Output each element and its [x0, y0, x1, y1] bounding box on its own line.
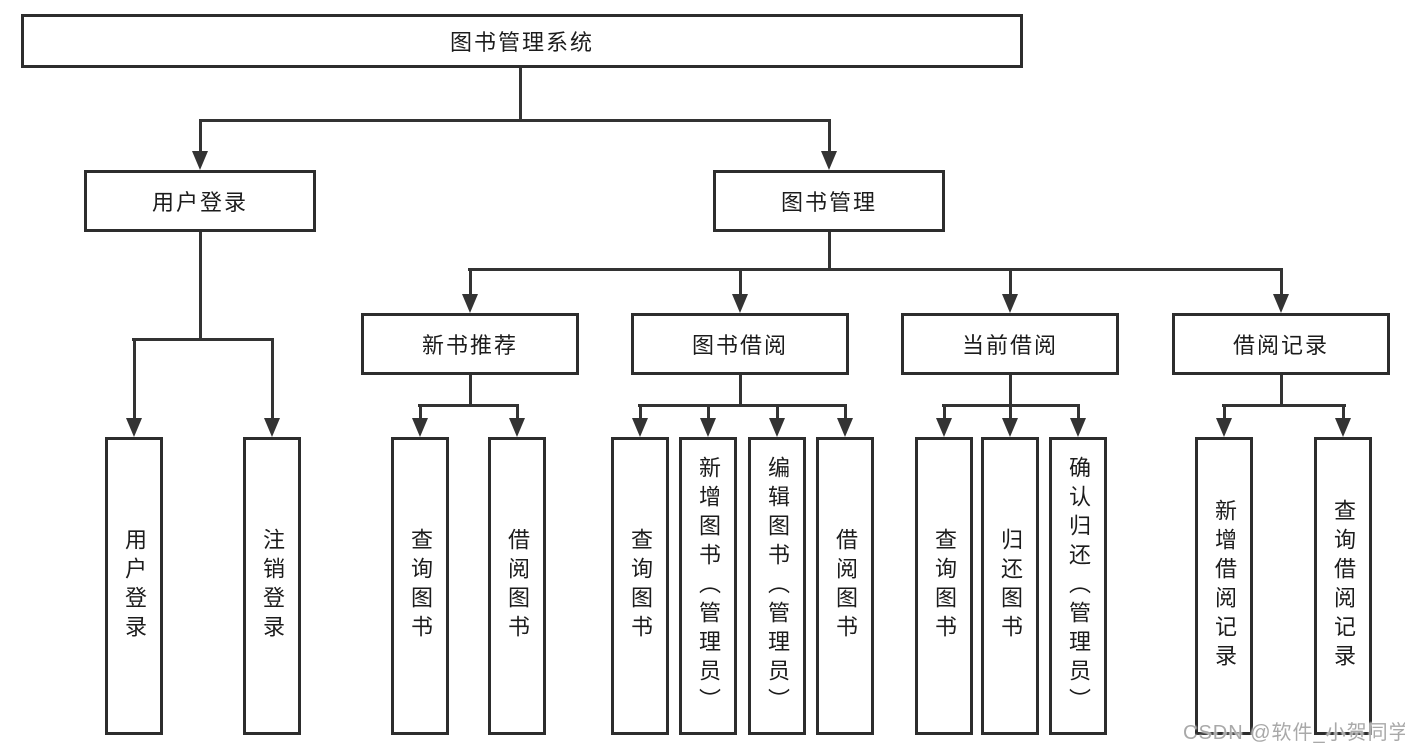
watermark: CSDN @软件_小贺同学 — [1183, 722, 1405, 744]
connector-line — [133, 338, 136, 420]
connector-line — [707, 404, 710, 420]
node-label: 图书管理系统 — [449, 30, 594, 55]
connector-line — [1077, 404, 1080, 420]
node-borrowing-records: 借阅记录 — [1172, 313, 1390, 375]
node-label: 图书借阅 — [691, 333, 788, 358]
leaf-edit-books-admin: 编辑图书（管理员） — [748, 437, 806, 735]
leaf-add-books-admin: 新增图书（管理员） — [679, 437, 737, 735]
arrowhead — [936, 418, 952, 437]
node-label: 归还图书 — [998, 528, 1023, 644]
connector-line — [1223, 404, 1226, 420]
arrowhead — [1216, 418, 1232, 437]
arrowhead — [769, 418, 785, 437]
connector-line — [519, 66, 522, 119]
node-current-borrowing: 当前借阅 — [901, 313, 1119, 375]
arrowhead — [509, 418, 525, 437]
connector-line — [943, 404, 946, 420]
node-book-borrowing: 图书借阅 — [631, 313, 849, 375]
arrowhead — [700, 418, 716, 437]
arrowhead — [126, 418, 142, 437]
node-label: 当前借阅 — [961, 333, 1058, 358]
connector-line — [739, 268, 742, 296]
connector-line — [638, 404, 847, 407]
arrowhead — [462, 294, 478, 313]
node-label: 借阅图书 — [833, 528, 858, 644]
connector-line — [418, 404, 519, 407]
connector-line — [199, 119, 831, 122]
node-label: 查询图书 — [628, 528, 653, 644]
connector-line — [1280, 268, 1283, 296]
node-label: 查询借阅记录 — [1331, 499, 1356, 673]
arrowhead — [1002, 418, 1018, 437]
leaf-query-borrow-record: 查询借阅记录 — [1314, 437, 1372, 735]
leaf-borrow-books-1: 借阅图书 — [488, 437, 546, 735]
connector-line — [1342, 404, 1345, 420]
node-label: 借阅记录 — [1232, 333, 1329, 358]
connector-line — [199, 230, 202, 340]
arrowhead — [1273, 294, 1289, 313]
node-label: 用户登录 — [122, 528, 147, 644]
connector-line — [1222, 404, 1346, 407]
leaf-borrow-books-2: 借阅图书 — [816, 437, 874, 735]
arrowhead — [821, 151, 837, 170]
arrowhead — [412, 418, 428, 437]
connector-line — [1009, 268, 1012, 296]
leaf-query-books-1: 查询图书 — [391, 437, 449, 735]
connector-line — [1280, 373, 1283, 406]
arrowhead — [192, 151, 208, 170]
connector-line — [469, 268, 472, 296]
node-label: 新书推荐 — [421, 333, 518, 358]
arrowhead — [837, 418, 853, 437]
connector-line — [844, 404, 847, 420]
arrowhead — [264, 418, 280, 437]
node-label: 借阅图书 — [505, 528, 530, 644]
node-book-management: 图书管理 — [713, 170, 945, 232]
connector-line — [1009, 373, 1012, 406]
arrowhead — [732, 294, 748, 313]
connector-line — [468, 268, 1282, 271]
connector-line — [516, 404, 519, 420]
leaf-add-borrow-record: 新增借阅记录 — [1195, 437, 1253, 735]
connector-line — [1009, 404, 1012, 420]
leaf-query-books-2: 查询图书 — [611, 437, 669, 735]
leaf-logout-login: 注销登录 — [243, 437, 301, 735]
connector-line — [739, 373, 742, 406]
connector-line — [828, 230, 831, 270]
node-label: 确认归还（管理员） — [1066, 455, 1091, 717]
node-label: 用户登录 — [151, 190, 248, 215]
node-label: 查询图书 — [932, 528, 957, 644]
connector-line — [132, 338, 274, 341]
connector-line — [199, 119, 202, 154]
arrowhead — [1335, 418, 1351, 437]
connector-line — [776, 404, 779, 420]
node-label: 新增图书（管理员） — [696, 455, 721, 717]
node-label: 新增借阅记录 — [1212, 499, 1237, 673]
connector-line — [469, 373, 472, 406]
arrowhead — [1002, 294, 1018, 313]
connector-line — [639, 404, 642, 420]
connector-line — [271, 338, 274, 420]
node-new-book-recommend: 新书推荐 — [361, 313, 579, 375]
node-label: 注销登录 — [260, 528, 285, 644]
leaf-confirm-return-admin: 确认归还（管理员） — [1049, 437, 1107, 735]
leaf-query-books-3: 查询图书 — [915, 437, 973, 735]
connector-line — [419, 404, 422, 420]
node-label: 编辑图书（管理员） — [765, 455, 790, 717]
arrowhead — [1070, 418, 1086, 437]
leaf-return-books: 归还图书 — [981, 437, 1039, 735]
node-label: 查询图书 — [408, 528, 433, 644]
leaf-user-login: 用户登录 — [105, 437, 163, 735]
node-label: 图书管理 — [780, 190, 877, 215]
arrowhead — [632, 418, 648, 437]
connector-line — [828, 119, 831, 154]
node-library-management-system: 图书管理系统 — [21, 14, 1023, 68]
node-user-login: 用户登录 — [84, 170, 316, 232]
